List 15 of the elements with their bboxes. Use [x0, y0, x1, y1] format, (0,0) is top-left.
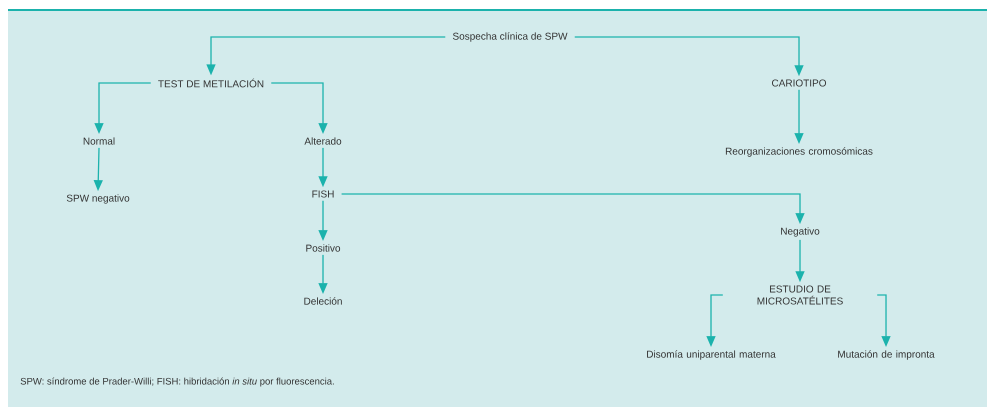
step-text: Sospecha clínica de SPW — [452, 32, 568, 42]
step-text: Alterado — [304, 137, 342, 145]
step-text: Reorganizaciones cromosómicas — [726, 147, 873, 157]
step-text: Normal — [84, 137, 114, 145]
step-text: CARIOTIPO — [772, 79, 826, 87]
step-text: TEST DE METILACIÓN — [158, 78, 264, 88]
step-text: FISH — [312, 190, 334, 198]
step-text: Positivo — [306, 244, 340, 252]
step-text: ESTUDIO DE MICROSATÉLITES — [758, 285, 843, 305]
step-text: Disomía uniparental materna — [647, 350, 776, 360]
caption: SPW: síndrome de Prader-Willi; FISH: hibridación in situ por fluorescencia. — [20, 378, 334, 386]
step-text: Mutación de impronta — [838, 350, 935, 360]
step-text: Deleción — [304, 297, 342, 305]
step-text: SPW negativo — [66, 194, 130, 204]
step-text: Negativo — [781, 227, 820, 237]
